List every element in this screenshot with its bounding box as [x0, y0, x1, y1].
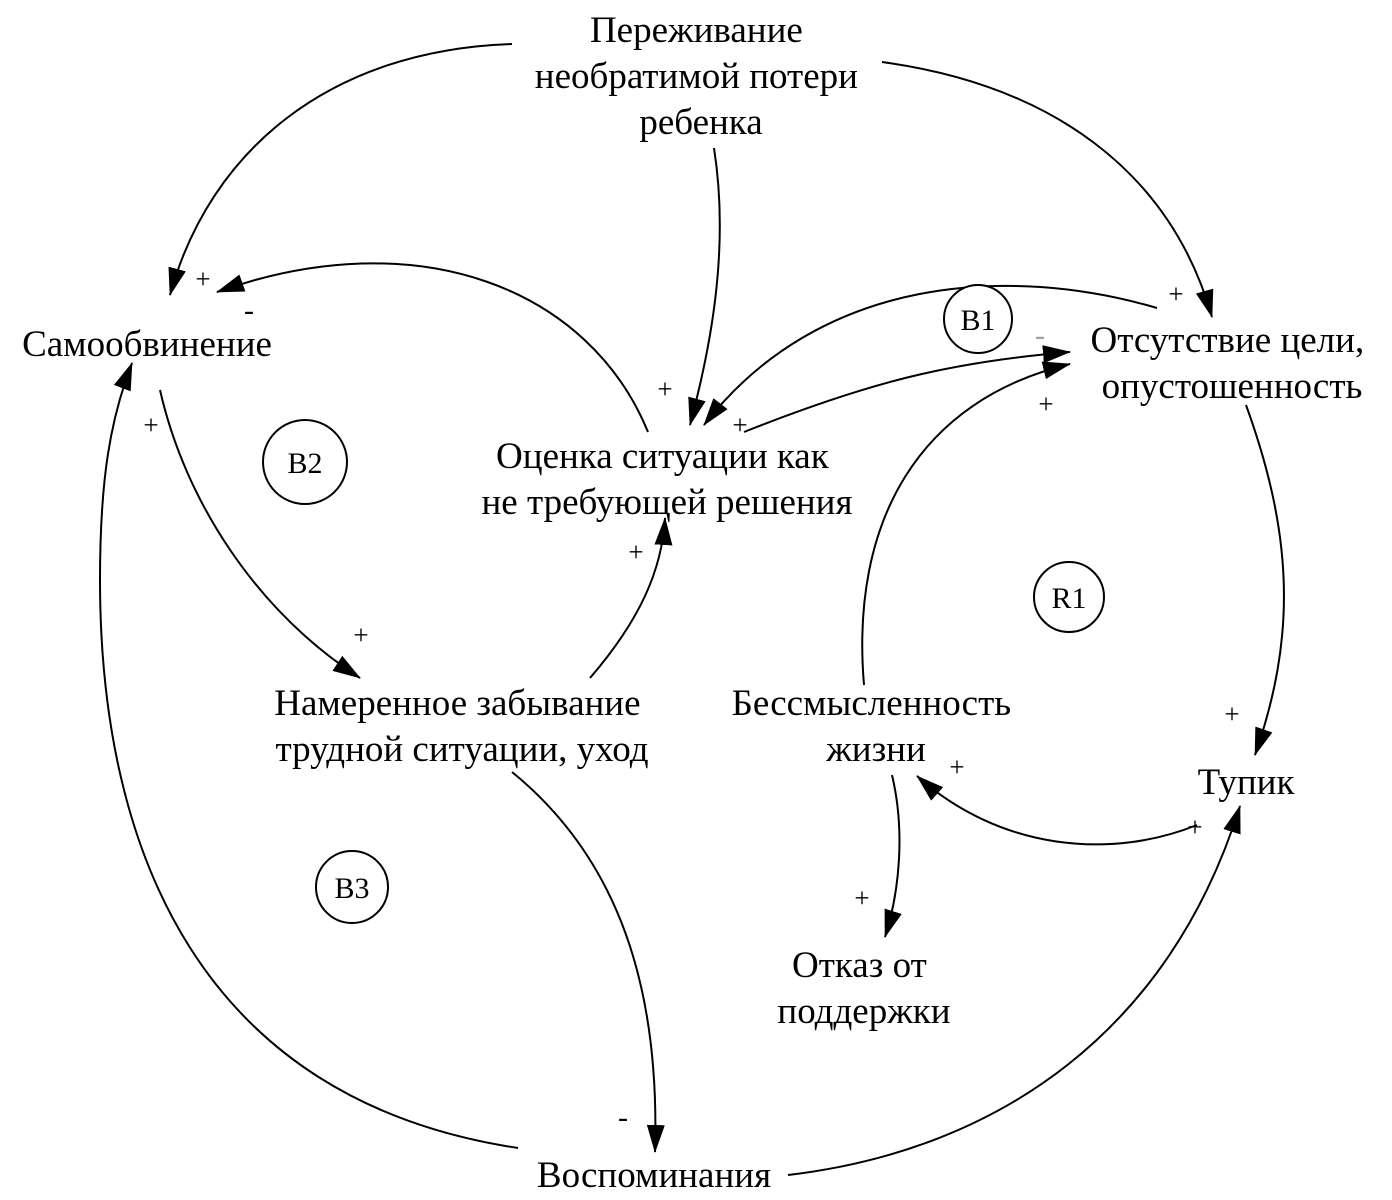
polarity-assessment-to-no-goal: + [732, 410, 747, 440]
node-meaninglessness: Бессмысленность жизни [732, 683, 1021, 770]
node-refusal: Отказ от поддержки [777, 945, 950, 1032]
polarity-no-goal-to-assessment: - [1035, 319, 1045, 352]
node-deadlock: Тупик [1198, 762, 1296, 803]
polarity-no-goal-to-deadlock: + [1224, 699, 1239, 729]
loop-b2: B2 [262, 419, 348, 505]
edge-meaninglessness-to-no-goal [861, 361, 1071, 686]
edge-meaninglessness-to-refusal [884, 774, 902, 938]
edge-no-goal-to-deadlock [1245, 404, 1285, 756]
edge-no-goal-to-assessment [703, 284, 1158, 426]
edge-deadlock-to-meaninglessness [916, 775, 1198, 846]
svg-text:B3: B3 [334, 872, 369, 905]
polarity-self-blame-to-forgetting: + [143, 410, 158, 440]
edge-assessment-to-no-goal [743, 345, 1071, 433]
edge-memories-to-self-blame [98, 362, 519, 1149]
node-loss: Переживание необратимой потери ребенка [535, 10, 867, 143]
node-forgetting: Намеренное забывание трудной ситуации, у… [274, 683, 650, 770]
svg-text:B2: B2 [287, 447, 322, 480]
polarity-forgetting-to-assessment: + [628, 537, 643, 567]
loop-b1: B1 [943, 284, 1013, 354]
polarity-loss-to-no-goal: + [1168, 279, 1183, 309]
polarity-forgetting-to-memories: - [618, 1101, 628, 1134]
edge-assessment-to-self-blame [216, 262, 649, 433]
polarity-meaninglessness-to-refusal: + [854, 883, 869, 913]
polarity-deadlock-to-meaninglessness: + [949, 752, 964, 782]
edge-loss-to-self-blame [168, 43, 513, 296]
polarity-loss-to-self-blame: + [195, 264, 210, 294]
polarity-memories-to-deadlock: + [1187, 812, 1202, 842]
edge-memories-to-deadlock [787, 805, 1241, 1176]
node-self-blame: Самообвинение [22, 324, 272, 365]
svg-text:B1: B1 [960, 304, 995, 337]
polarity-memories-to-self-blame: + [353, 620, 368, 650]
node-memories: Воспоминания [537, 1155, 771, 1196]
edge-forgetting-to-assessment [589, 517, 673, 679]
node-no-goal: Отсутствие цели, опустошенность [1091, 320, 1374, 407]
loop-b3: B3 [315, 850, 389, 924]
polarity-assessment-to-self-blame: - [244, 294, 254, 327]
edge-self-blame-to-forgetting [159, 389, 361, 679]
svg-text:R1: R1 [1051, 582, 1086, 615]
polarity-meaninglessness-to-no-goal: + [1038, 389, 1053, 419]
loop-r1: R1 [1033, 561, 1105, 633]
edge-loss-to-assessment [688, 147, 721, 426]
node-assessment: Оценка ситуации как не требующей решения [482, 436, 853, 523]
polarity-loss-to-assessment: + [657, 374, 672, 404]
edge-forgetting-to-memories [511, 771, 665, 1153]
edge-loss-to-no-goal [881, 61, 1214, 318]
